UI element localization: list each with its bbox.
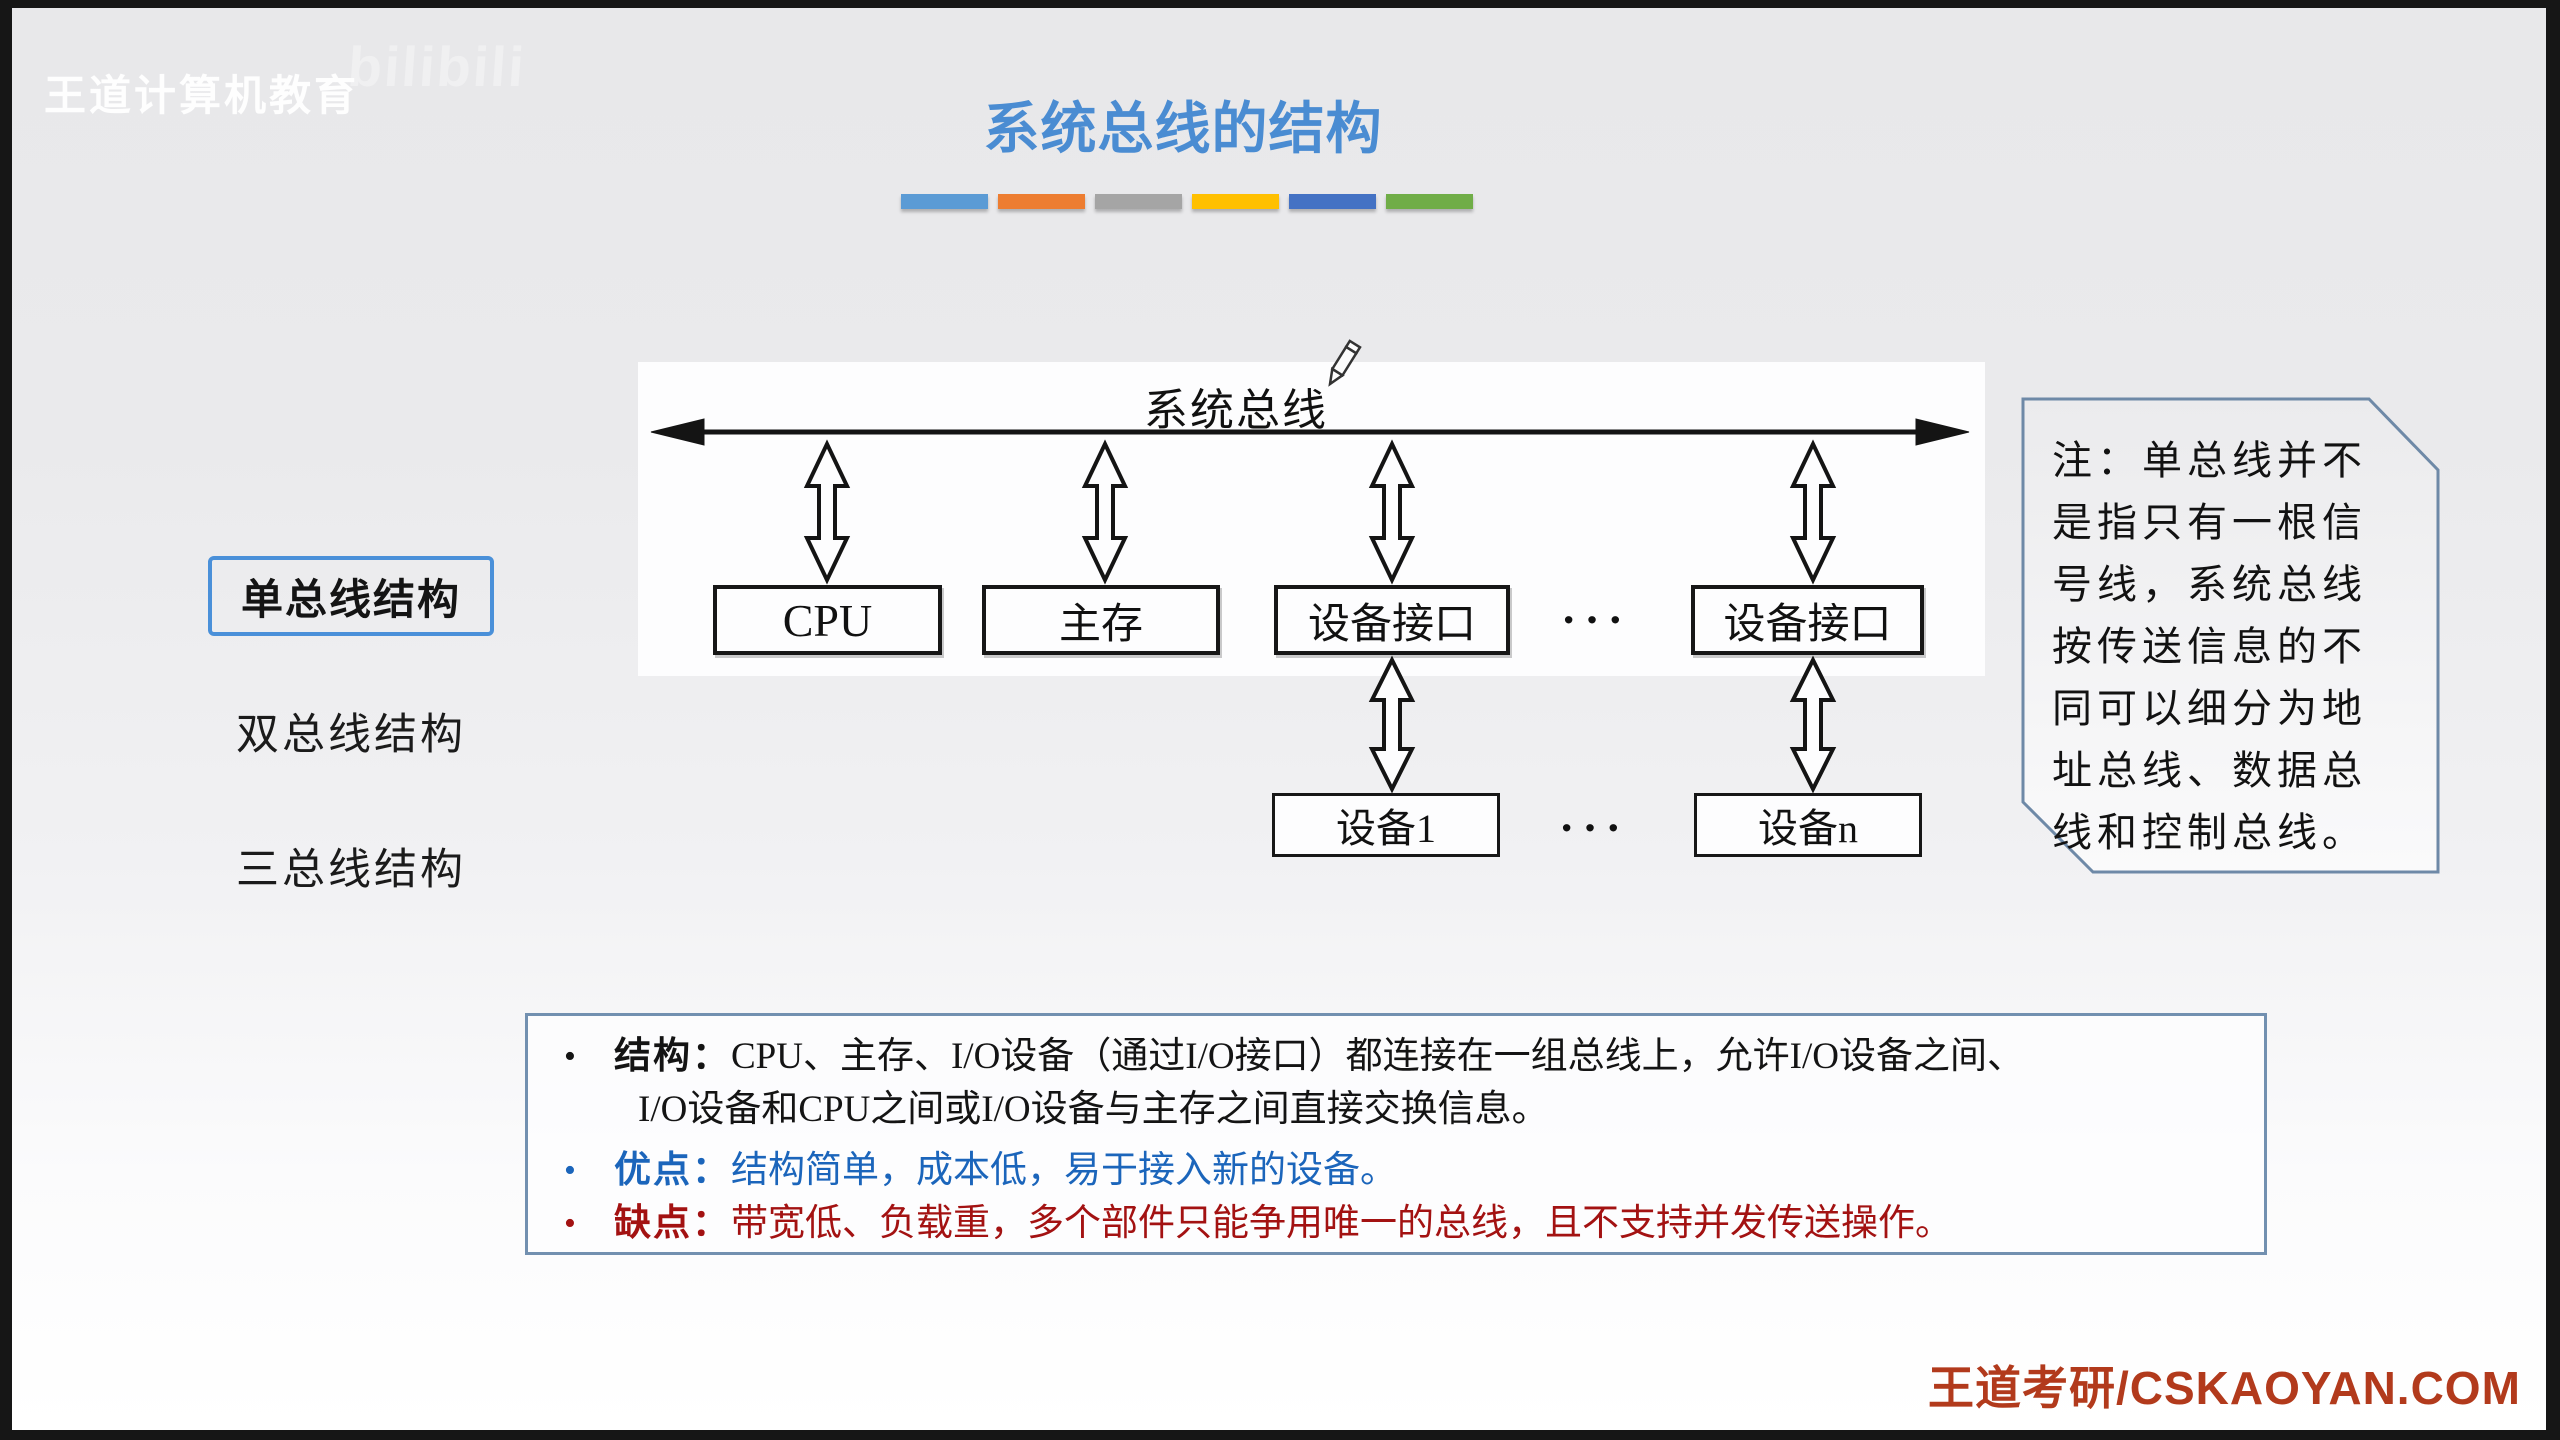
summary-box: • 结构：CPU、主存、I/O设备（通过I/O接口）都连接在一组总线上，允许I/…: [525, 1013, 2267, 1255]
page-title: 系统总线的结构: [983, 99, 1383, 161]
accent-dash: [1095, 194, 1182, 209]
bullet-dot: •: [564, 1205, 576, 1242]
device-n-box: 设备n: [1694, 793, 1922, 857]
accent-dash: [1289, 194, 1376, 209]
accent-dash: [1386, 194, 1473, 209]
device-interface-box-1: 设备接口: [1274, 585, 1510, 655]
sidebar-item-double-bus: 双总线结构: [236, 712, 466, 759]
bullet-pros: • 优点：结构简单，成本低，易于接入新的设备。: [558, 1144, 2264, 1197]
bullet-dot: •: [564, 1038, 576, 1075]
accent-dash: [901, 194, 988, 209]
brand-watermark: 王道计算机教育: [44, 72, 360, 119]
bullet-structure: • 结构：CPU、主存、I/O设备（通过I/O接口）都连接在一组总线上，允许I/…: [558, 1030, 2264, 1083]
ellipsis-interfaces: ···: [1560, 593, 1632, 645]
accent-dashes: [901, 194, 1473, 209]
sidebar-item-label: 单总线结构: [240, 577, 461, 624]
bullet-cons: • 缺点：带宽低、负载重，多个部件只能争用唯一的总线，且不支持并发传送操作。: [558, 1197, 2264, 1250]
accent-dash: [998, 194, 1085, 209]
note-callout-text: 注：单总线并不 是指只有一根信 号线，系统总线 按传送信息的不 同可以细分为地 …: [2052, 438, 2367, 855]
device-interface-box-2: 设备接口: [1691, 585, 1924, 655]
sidebar-item-single-bus: 单总线结构: [208, 556, 494, 636]
bullet-dot: •: [564, 1152, 576, 1189]
device-1-box: 设备1: [1272, 793, 1500, 857]
bus-label: 系统总线: [1144, 386, 1328, 435]
bullet-structure-continued: I/O设备和CPU之间或I/O设备与主存之间直接交换信息。: [638, 1089, 1549, 1130]
main-memory-box: 主存: [982, 585, 1220, 655]
ellipsis-devices: ···: [1558, 801, 1630, 853]
accent-dash: [1192, 194, 1279, 209]
cpu-box: CPU: [713, 585, 942, 655]
footer-watermark: 王道考研/CSKAOYAN.COM: [1928, 1362, 2521, 1414]
sidebar-item-triple-bus: 三总线结构: [236, 847, 466, 894]
bilibili-watermark: bilibili: [345, 35, 528, 98]
